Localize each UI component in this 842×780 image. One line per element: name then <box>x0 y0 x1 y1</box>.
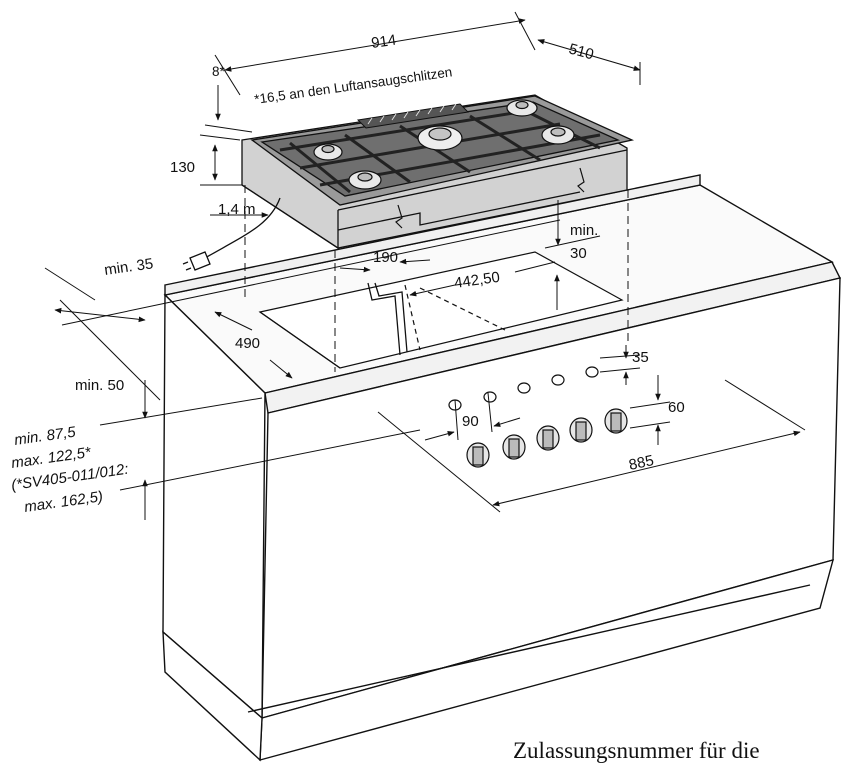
side-note-line-1: min. 87,5 <box>13 423 77 449</box>
air-intake-slot <box>356 103 470 129</box>
label-min-35: min. 35 <box>103 255 154 279</box>
label-dim-60: 60 <box>668 399 685 416</box>
dimension-lines <box>44 11 806 520</box>
knob <box>466 442 490 468</box>
label-dim-442: 442,50 <box>453 269 501 292</box>
power-cable <box>182 197 281 271</box>
knob <box>502 434 526 460</box>
knob <box>536 425 560 451</box>
gas-pipe <box>367 282 408 356</box>
label-dim-190: 190 <box>373 249 398 266</box>
label-dim-90: 90 <box>462 413 479 430</box>
label-dim-490: 490 <box>235 335 260 352</box>
label-dim-885: 885 <box>627 452 655 474</box>
label-air-slot-note: *16,5 an den Luftansaugschlitzen <box>253 64 453 107</box>
approval-number-text: Zulassungsnummer für die <box>513 738 760 763</box>
label-dim-35: 35 <box>632 349 649 366</box>
label-min-50: min. 50 <box>75 377 124 394</box>
label-min-30-b: 30 <box>570 245 587 262</box>
side-note-line-4: max. 162,5) <box>23 488 104 516</box>
knob <box>569 417 593 443</box>
label-cable-length: 1,4 m <box>218 201 256 218</box>
label-dim-8: 8* <box>212 64 226 79</box>
label-min-30-a: min. <box>570 222 598 239</box>
burners <box>313 99 575 190</box>
height-note: min. 87,5 max. 122,5* (*SV405-011/012: m… <box>10 423 129 516</box>
countertop-cutout <box>258 251 624 369</box>
label-height-130: 130 <box>170 159 195 176</box>
fixing-clamps <box>395 167 585 229</box>
knob <box>604 408 628 434</box>
label-width-914: 914 <box>370 32 397 52</box>
label-depth-510: 510 <box>567 40 596 63</box>
